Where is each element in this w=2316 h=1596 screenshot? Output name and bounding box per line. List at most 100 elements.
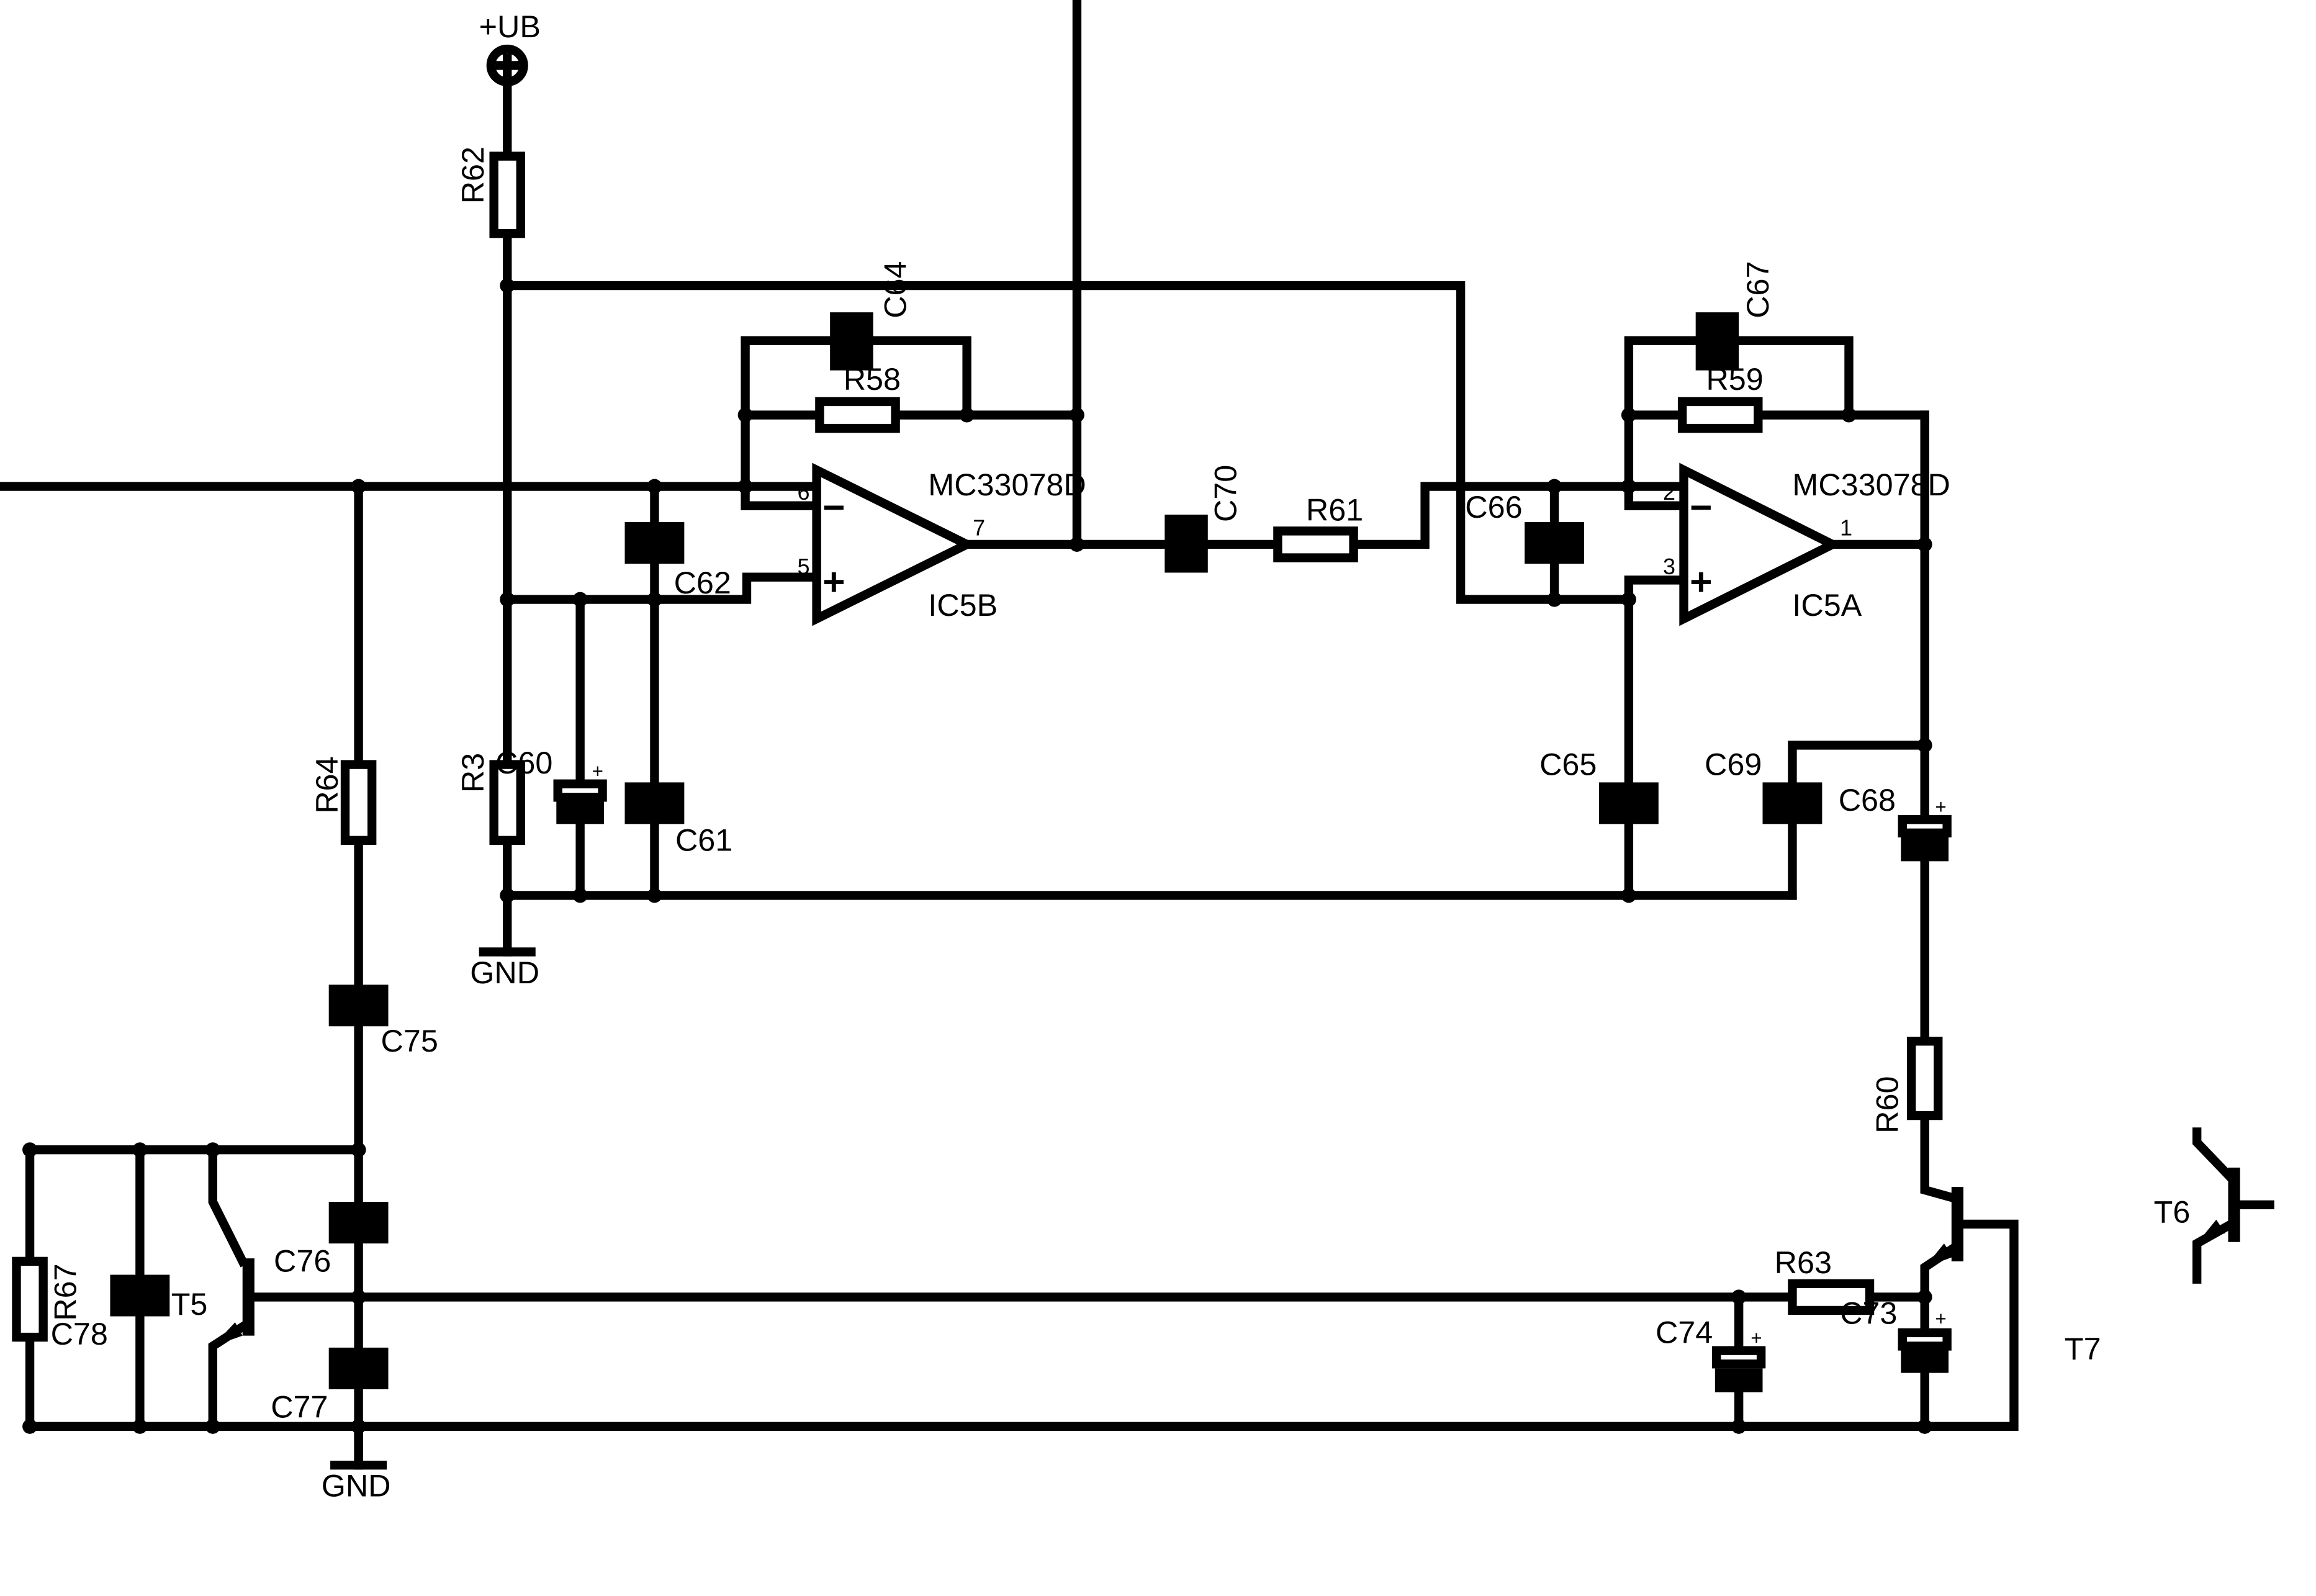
opamp-ic5b: − + 6 5 7 MC33078D IC5B (797, 462, 1086, 626)
capacitor-c60: + C60 (495, 745, 607, 824)
part-number: MC33078D (928, 467, 1086, 502)
junction (1621, 407, 1636, 423)
ground-label-top: GND (470, 955, 539, 990)
capacitor-label: C74 (1656, 1315, 1713, 1350)
part-number: MC33078D (1792, 467, 1950, 502)
junction (1547, 592, 1562, 607)
capacitor-label: C64 (877, 261, 912, 318)
capacitor-c62: C62 (624, 522, 731, 600)
junction (205, 1418, 220, 1434)
junction (22, 1142, 38, 1158)
capacitor-label: C70 (1207, 465, 1243, 522)
resistor-r61: R61 (1273, 492, 1363, 562)
junction (351, 479, 366, 494)
junction (1547, 479, 1562, 494)
capacitor-c67: C67 (1695, 261, 1775, 371)
polarity-mark: + (1751, 1327, 1762, 1349)
capacitor-label: C60 (495, 745, 552, 780)
capacitor-c66: C66 (1465, 489, 1584, 564)
junctions (22, 278, 1932, 1434)
ref-designator: IC5B (928, 587, 998, 623)
junction (737, 407, 753, 423)
resistor-r58: R58 (815, 361, 901, 433)
junction (500, 592, 515, 607)
junction (351, 1289, 366, 1305)
resistor-label: R3 (455, 753, 490, 793)
junction (1917, 737, 1932, 753)
junction (22, 1418, 38, 1434)
minus-sign: − (1690, 487, 1712, 530)
junction (351, 1142, 366, 1158)
resistor-r63: R63 (1775, 1245, 1875, 1315)
resistor-label: R63 (1775, 1245, 1832, 1280)
junction (572, 888, 588, 903)
capacitor-label: C68 (1839, 782, 1896, 818)
capacitor-label: C65 (1539, 746, 1597, 782)
minus-sign: − (822, 487, 845, 530)
junction (959, 407, 975, 423)
resistor-r67: R67 (12, 1256, 83, 1342)
capacitor-label: C73 (1840, 1296, 1897, 1331)
junction (1621, 888, 1636, 903)
plus-sign: + (822, 561, 845, 603)
junction (132, 1418, 148, 1434)
capacitor-label: C66 (1465, 489, 1522, 525)
junction (351, 1418, 366, 1434)
capacitor-c64: C64 (830, 261, 912, 371)
junction (647, 592, 662, 607)
ground-symbol-bottom: GND (322, 1460, 390, 1503)
junction (1841, 407, 1857, 423)
resistor-r64: R64 (309, 756, 377, 845)
transistor-label: T6 (2154, 1194, 2191, 1230)
junction (1917, 1289, 1932, 1305)
junction (647, 479, 662, 494)
junction (1917, 1418, 1932, 1434)
junction (572, 592, 588, 607)
capacitor-c61: C61 (624, 782, 732, 858)
capacitor-c77: C77 (271, 1347, 389, 1424)
polarity-mark: + (592, 760, 603, 782)
junction (1621, 592, 1636, 607)
supply-symbol: +UB (479, 9, 541, 86)
ref-designator: IC5A (1792, 587, 1862, 623)
capacitor-label: C78 (51, 1316, 108, 1351)
resistor-label: R62 (455, 147, 490, 204)
junction (205, 1142, 220, 1158)
capacitor-c74: + C74 (1656, 1315, 1766, 1392)
junction (1917, 536, 1932, 552)
resistor-r60: R60 (1870, 1037, 1943, 1134)
capacitor-c73: + C73 (1840, 1296, 1952, 1373)
pin-label: 2 (1663, 479, 1675, 505)
resistor-r62: R62 (455, 147, 525, 238)
junction (132, 1142, 148, 1158)
junction (500, 888, 515, 903)
capacitor-label: C69 (1705, 746, 1762, 782)
resistor-label: R61 (1306, 492, 1363, 528)
junction (1731, 1289, 1747, 1305)
transistor-label: T5 (171, 1286, 208, 1322)
resistor-label: R60 (1870, 1076, 1905, 1134)
transistor-t7: T7 (1924, 1187, 2101, 1366)
polarity-mark: + (1935, 796, 1946, 818)
capacitor-label: C67 (1740, 261, 1775, 318)
polarity-mark: + (1935, 1308, 1946, 1330)
junction (737, 479, 753, 494)
junction (1069, 407, 1084, 423)
opamp-ic5a: − + 2 3 1 MC33078D IC5A (1663, 462, 1950, 626)
pin-label: 7 (973, 515, 985, 541)
pin-label: 1 (1840, 515, 1852, 541)
capacitor-label: C77 (271, 1389, 328, 1424)
transistor-t5: T5 (171, 1258, 255, 1346)
resistor-label: R64 (309, 756, 345, 813)
capacitor-c69: C69 (1705, 746, 1823, 824)
junction (1621, 479, 1636, 494)
capacitor-c65: C65 (1539, 746, 1659, 824)
capacitor-c68: + C68 (1839, 782, 1952, 862)
capacitor-label: C62 (674, 565, 731, 600)
pin-label: 3 (1663, 554, 1675, 579)
resistor-r59: R59 (1677, 361, 1764, 433)
plus-sign: + (1690, 561, 1712, 603)
capacitor-c76: C76 (274, 1202, 389, 1279)
junction (1731, 1418, 1747, 1434)
